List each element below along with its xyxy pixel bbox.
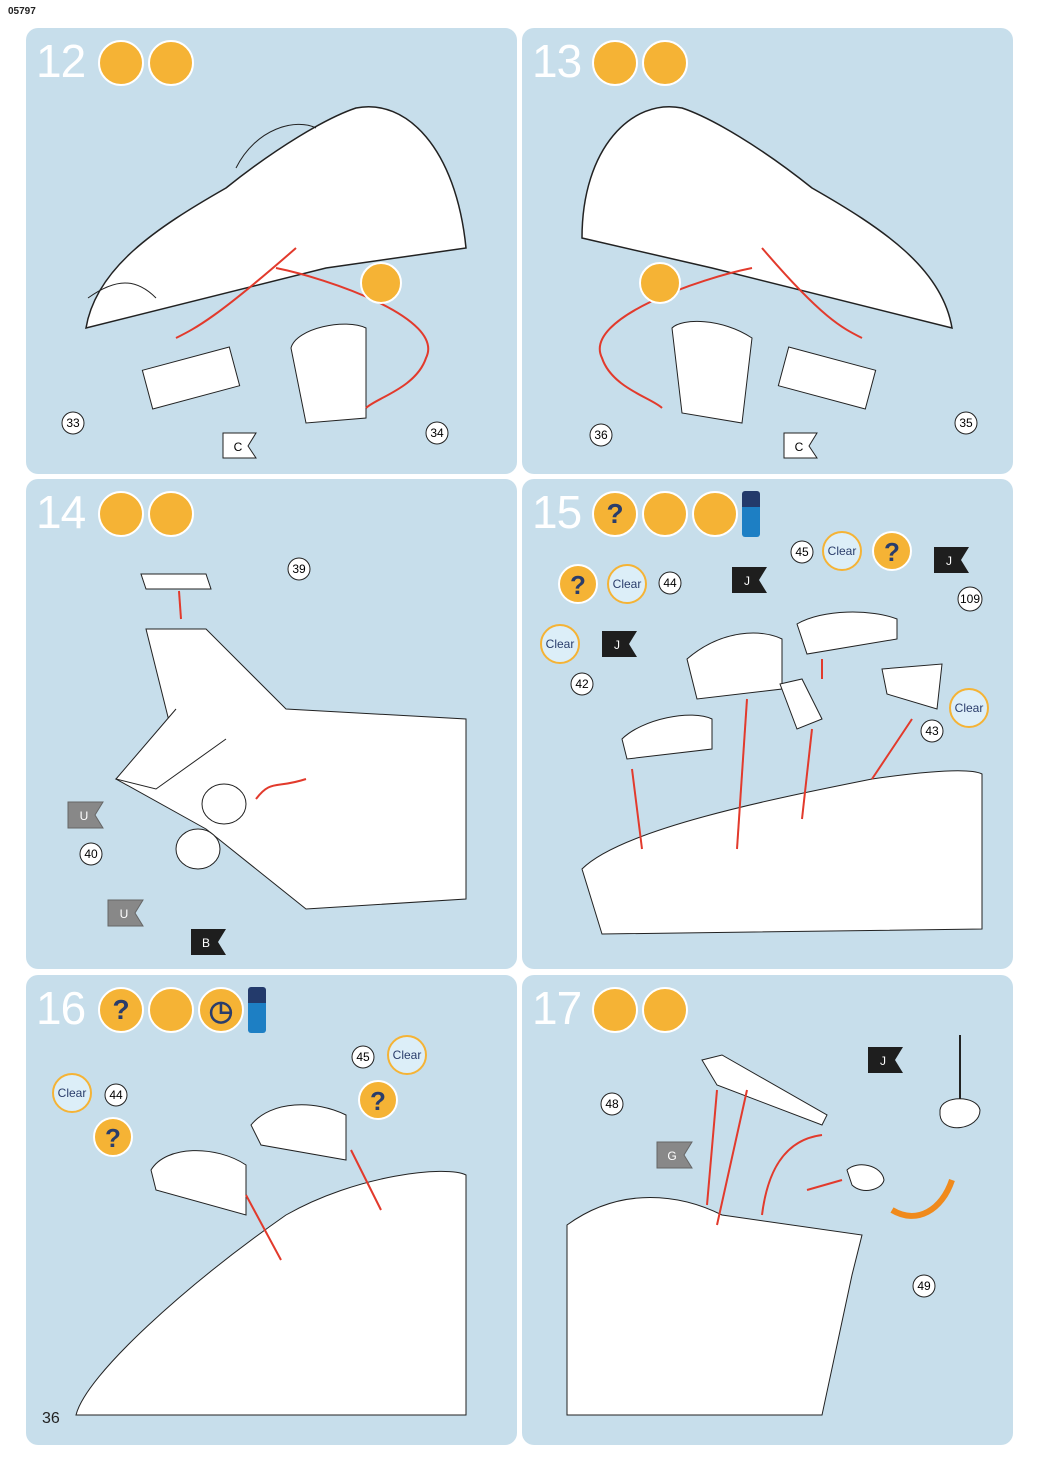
- part-callout: 42: [575, 677, 589, 691]
- step-15-panel: 45 44 109 42 43 J J J Clear Clear Clear …: [522, 479, 1013, 969]
- clear-label: Clear: [58, 1086, 87, 1100]
- step-16-illustration: 45 44 Clear Clear ? ?: [52, 1035, 467, 1416]
- part-callout: 44: [663, 576, 677, 590]
- step-12-panel: 33 34 C 12: [26, 28, 517, 474]
- part-callout: 39: [292, 562, 306, 576]
- step-icons: ? ◷: [98, 987, 266, 1033]
- step-13-illustration: 36 35 C: [581, 106, 978, 459]
- step-icons: [592, 40, 688, 86]
- step-icons: ?: [592, 491, 760, 537]
- part-callout: 45: [795, 545, 809, 559]
- part-callout: 45: [356, 1050, 370, 1064]
- clear-label: Clear: [828, 544, 857, 558]
- step-icons: [98, 40, 194, 86]
- flag-label: J: [614, 638, 620, 652]
- step-number: 13: [532, 35, 582, 87]
- step-number: 12: [36, 35, 86, 87]
- question-icon: ?: [570, 570, 586, 600]
- part-callout: 49: [917, 1279, 931, 1293]
- step-number: 15: [532, 486, 582, 538]
- step-17-illustration: 48 49 G J: [566, 1035, 981, 1416]
- paint-brush-icon: [642, 987, 688, 1033]
- glue-icon: [148, 987, 194, 1033]
- page-number: 36: [42, 1410, 60, 1427]
- clear-label: Clear: [393, 1048, 422, 1062]
- part-callout: 109: [960, 592, 980, 606]
- part-callout: 36: [594, 428, 608, 442]
- paint-brush-icon: [692, 491, 738, 537]
- glue-icon: [592, 987, 638, 1033]
- step-14-panel: 39 40 U U B 14: [26, 479, 517, 969]
- part-callout: 48: [605, 1097, 619, 1111]
- flag-label: B: [202, 936, 210, 950]
- question-icon: ?: [884, 537, 900, 567]
- flag-label: J: [880, 1054, 886, 1068]
- glue-icon: [98, 40, 144, 86]
- question-icon: ?: [98, 987, 144, 1033]
- question-icon: ?: [592, 491, 638, 537]
- flag-label: J: [744, 574, 750, 588]
- step-icons: [98, 491, 194, 537]
- question-icon: ?: [105, 1123, 121, 1153]
- glue-icon: [98, 491, 144, 537]
- question-icon: ?: [370, 1086, 386, 1116]
- glue-icon: [592, 40, 638, 86]
- part-callout: 44: [109, 1088, 123, 1102]
- flag-label: J: [946, 554, 952, 568]
- step-icons: [592, 987, 688, 1033]
- flag-label: C: [234, 440, 243, 454]
- paint-brush-icon: [148, 491, 194, 537]
- clear-label: Clear: [955, 701, 984, 715]
- step-14-illustration: 39 40 U U B: [67, 557, 467, 955]
- part-callout: 33: [66, 416, 80, 430]
- step-16-panel: 45 44 Clear Clear ? ? 16 ? ◷: [26, 975, 517, 1445]
- part-callout: 34: [430, 426, 444, 440]
- step-13-panel: 36 35 C 13: [522, 28, 1013, 474]
- paint-brush-icon: [642, 40, 688, 86]
- step-15-illustration: 45 44 109 42 43 J J J Clear Clear Clear …: [540, 531, 989, 935]
- clear-label: Clear: [546, 637, 575, 651]
- clear-glue-bottle-icon: [742, 491, 760, 537]
- document-number: 05797: [8, 6, 36, 17]
- step-number: 17: [532, 982, 582, 1034]
- glue-icon: [642, 491, 688, 537]
- flag-label: C: [795, 440, 804, 454]
- step-number: 14: [36, 486, 86, 538]
- step-number: 16: [36, 982, 86, 1034]
- flag-label: U: [120, 907, 129, 921]
- clock-icon: ◷: [198, 987, 244, 1033]
- flag-label: U: [80, 809, 89, 823]
- step-12-illustration: 33 34 C: [61, 106, 467, 459]
- flag-label: G: [667, 1149, 676, 1163]
- clear-glue-bottle-icon: [248, 987, 266, 1033]
- part-callout: 35: [959, 416, 973, 430]
- part-callout: 43: [925, 724, 939, 738]
- paint-brush-icon: [148, 40, 194, 86]
- part-callout: 40: [84, 847, 98, 861]
- step-17-panel: 48 49 G J 17: [522, 975, 1013, 1445]
- clear-label: Clear: [613, 577, 642, 591]
